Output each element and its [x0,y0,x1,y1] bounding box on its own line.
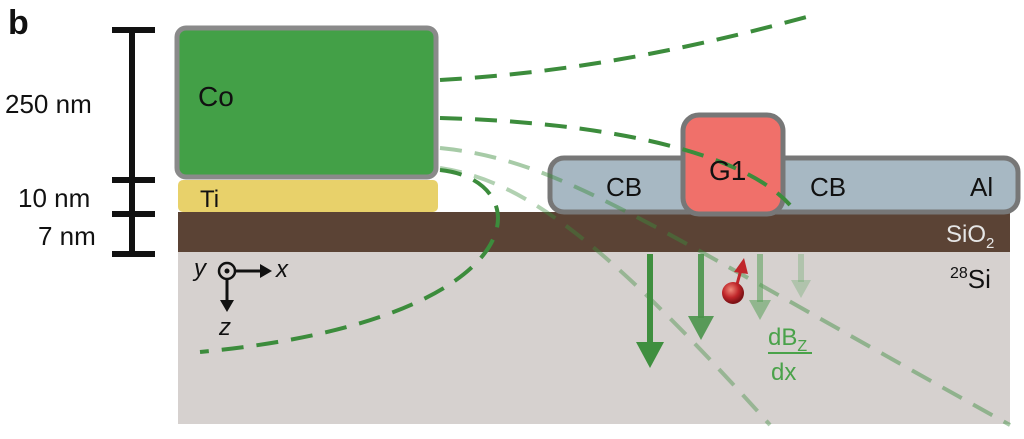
y-axis-out-of-page-icon [217,261,237,281]
silicon-substrate [178,252,1010,424]
aluminum-label: Al [970,172,993,202]
scale-label-cobalt: 250 nm [5,89,92,119]
gradient-numerator: dBZ [768,324,807,355]
field-gradient-arrows [636,254,811,368]
substrate-label: 28Si [950,264,991,294]
electron-spin [722,258,748,304]
spin-arrow-head-icon [734,258,748,274]
y-axis-dot-icon [224,268,230,274]
scale-label-titanium: 10 nm [18,183,90,213]
field-line-top [439,14,811,82]
z-axis-label: z [218,314,231,341]
field-arrow-1-head-icon [636,342,664,368]
cobalt-label: Co [198,81,234,112]
oxide-layer [178,212,1010,252]
cobalt-micromagnet [174,25,439,180]
panel-label: b [8,4,29,42]
scale-label-oxide: 7 nm [38,221,96,251]
field-arrow-4-head-icon [791,280,811,298]
field-arrow-2-head-icon [688,316,714,340]
field-arrow-3-head-icon [749,300,771,320]
coordinate-axes: y x z [192,255,289,341]
y-axis-label: y [192,255,208,282]
gate-g1 [680,112,786,217]
field-line-upper [439,116,792,207]
x-axis-label: x [275,256,289,283]
titanium-label: Ti [200,186,219,213]
field-line-middle [439,146,1011,427]
cb-right-label: CB [810,172,846,202]
field-line-return [199,168,500,354]
oxide-label: SiO2 [946,221,994,252]
stray-field-lines [199,14,1011,427]
field-line-lower [439,166,772,427]
x-axis-arrowhead-icon [260,264,272,278]
field-gradient-label: dBZ dx [768,324,812,386]
z-axis-arrowhead-icon [220,300,234,312]
scale-bar [112,27,155,257]
cb-left-label: CB [606,172,642,202]
titanium-layer [178,180,438,212]
gradient-denominator: dx [771,359,796,386]
electron-sphere-icon [722,282,744,304]
g1-label: G1 [709,155,746,186]
